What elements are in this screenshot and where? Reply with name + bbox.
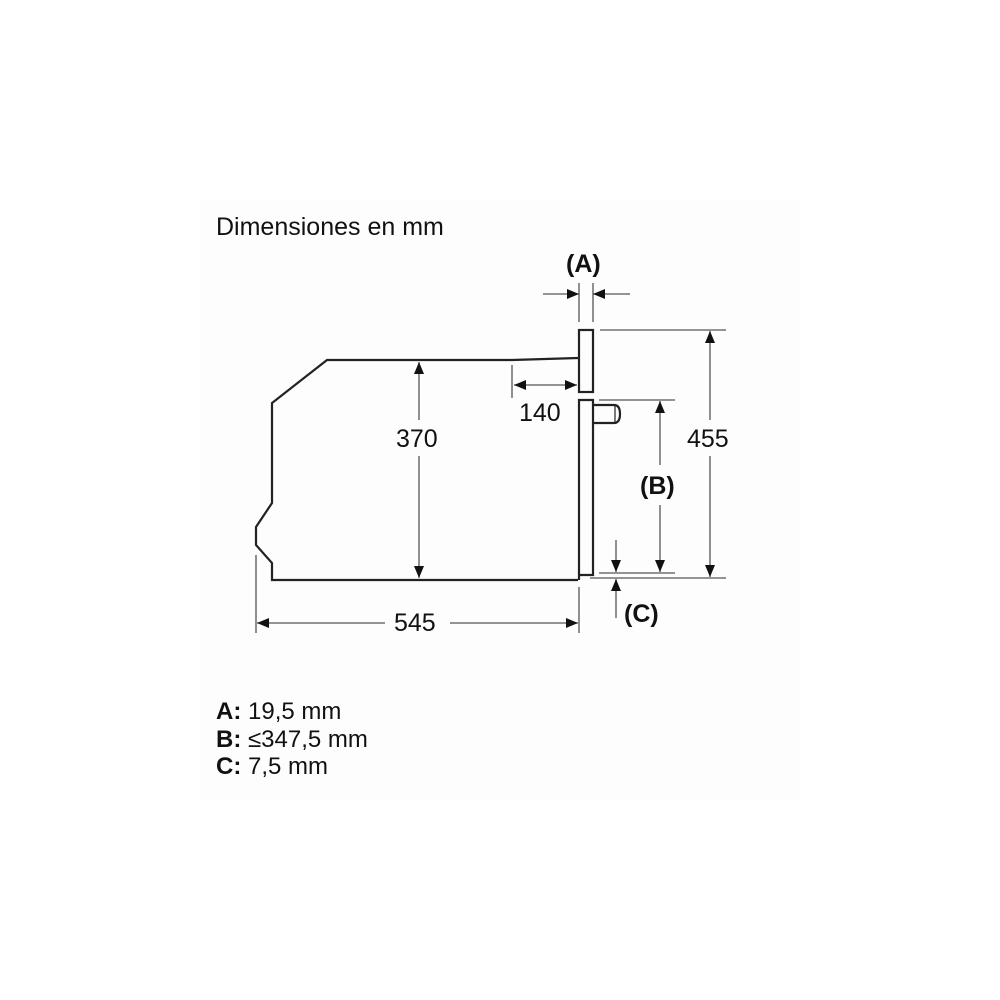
dimension-label-140: 140 xyxy=(519,399,561,427)
legend-row-b: B: ≤347,5 mm xyxy=(216,726,368,754)
legend-key: A: xyxy=(216,698,242,725)
dimension-label-370: 370 xyxy=(396,425,438,453)
dimension-label-455: 455 xyxy=(687,425,729,453)
legend-value: 19,5 mm xyxy=(248,698,342,725)
diagram-panel xyxy=(200,200,800,800)
legend-row-a: A: 19,5 mm xyxy=(216,698,368,726)
legend-row-c: C: 7,5 mm xyxy=(216,753,368,781)
dimension-label-b: (B) xyxy=(640,472,675,500)
legend-value: 7,5 mm xyxy=(248,753,329,780)
dimension-label-a: (A) xyxy=(566,250,601,278)
dimension-label-c: (C) xyxy=(624,600,659,628)
legend: A: 19,5 mm B: ≤347,5 mm C: 7,5 mm xyxy=(216,698,368,781)
dimension-lines xyxy=(255,283,726,633)
legend-value: ≤347,5 mm xyxy=(248,725,368,753)
appliance-body-outline xyxy=(254,328,622,582)
legend-key: C: xyxy=(216,753,242,780)
dimension-label-545: 545 xyxy=(394,609,436,637)
diagram-title: Dimensiones en mm xyxy=(216,213,444,241)
legend-key: B: xyxy=(216,725,242,753)
